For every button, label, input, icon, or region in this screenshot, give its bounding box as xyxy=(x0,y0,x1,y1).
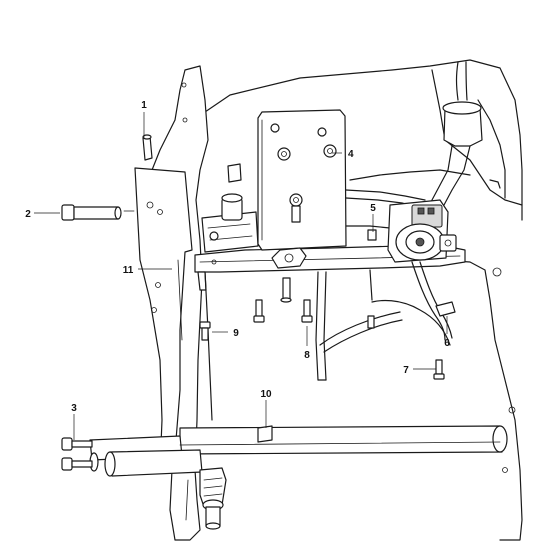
hose-lower xyxy=(319,261,456,353)
pin-item-2 xyxy=(61,204,135,221)
callout-2: 2 xyxy=(25,209,31,220)
callout-labels: 1 2 3 4 5 6 7 8 9 10 11 xyxy=(25,100,450,414)
bolts-item-3 xyxy=(61,437,93,471)
mounting-plate xyxy=(257,109,347,251)
valve-block xyxy=(201,163,259,253)
clamp xyxy=(271,247,307,269)
callout-leaders xyxy=(34,112,448,440)
callout-1: 1 xyxy=(141,100,147,111)
callout-3: 3 xyxy=(71,403,77,414)
screws xyxy=(199,277,445,380)
support-leg xyxy=(204,269,373,421)
cable-grommet xyxy=(429,61,483,213)
bottom-fitting xyxy=(199,467,227,530)
callout-7: 7 xyxy=(403,365,409,376)
pressure-switch xyxy=(367,199,457,263)
bolt-item-1 xyxy=(142,134,153,161)
callout-4: 4 xyxy=(348,149,354,160)
clip-item-10 xyxy=(257,425,273,443)
rear-frame-outline xyxy=(199,59,523,541)
callout-8: 8 xyxy=(304,350,310,361)
callout-6: 6 xyxy=(444,338,450,349)
callout-9: 9 xyxy=(233,328,239,339)
lower-tube xyxy=(89,425,508,477)
callout-10: 10 xyxy=(260,389,272,400)
callout-11: 11 xyxy=(123,265,134,276)
side-plate xyxy=(134,65,209,541)
callout-5: 5 xyxy=(370,203,376,214)
